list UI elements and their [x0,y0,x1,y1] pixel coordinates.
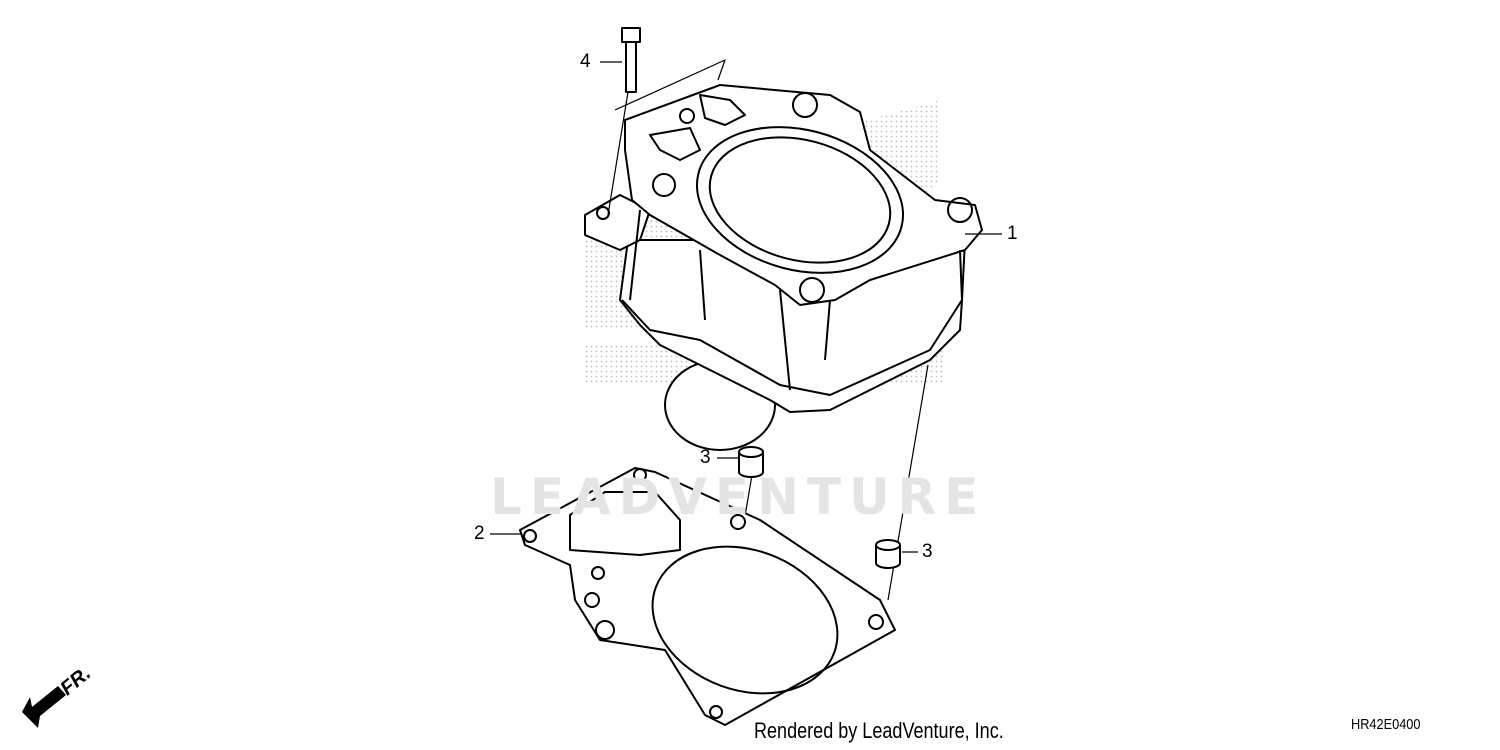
leader-lines [490,59,1002,601]
callout-2: 2 [474,523,485,544]
callout-4: 4 [580,51,591,72]
dowel-pin-part[interactable] [738,446,764,478]
front-arrow-icon [22,686,66,728]
callout-1: 1 [1007,223,1018,244]
dowel-pin-part[interactable] [875,539,901,569]
diagram-code: HR42E0400 [1351,716,1421,733]
callout-3b: 3 [922,541,933,562]
cylinder-part[interactable] [584,84,983,451]
gasket-part[interactable] [519,467,896,726]
callout-3a: 3 [700,447,711,468]
footer-credit: Rendered by LeadVenture, Inc. [754,718,1004,743]
bolt-part[interactable] [621,27,641,93]
